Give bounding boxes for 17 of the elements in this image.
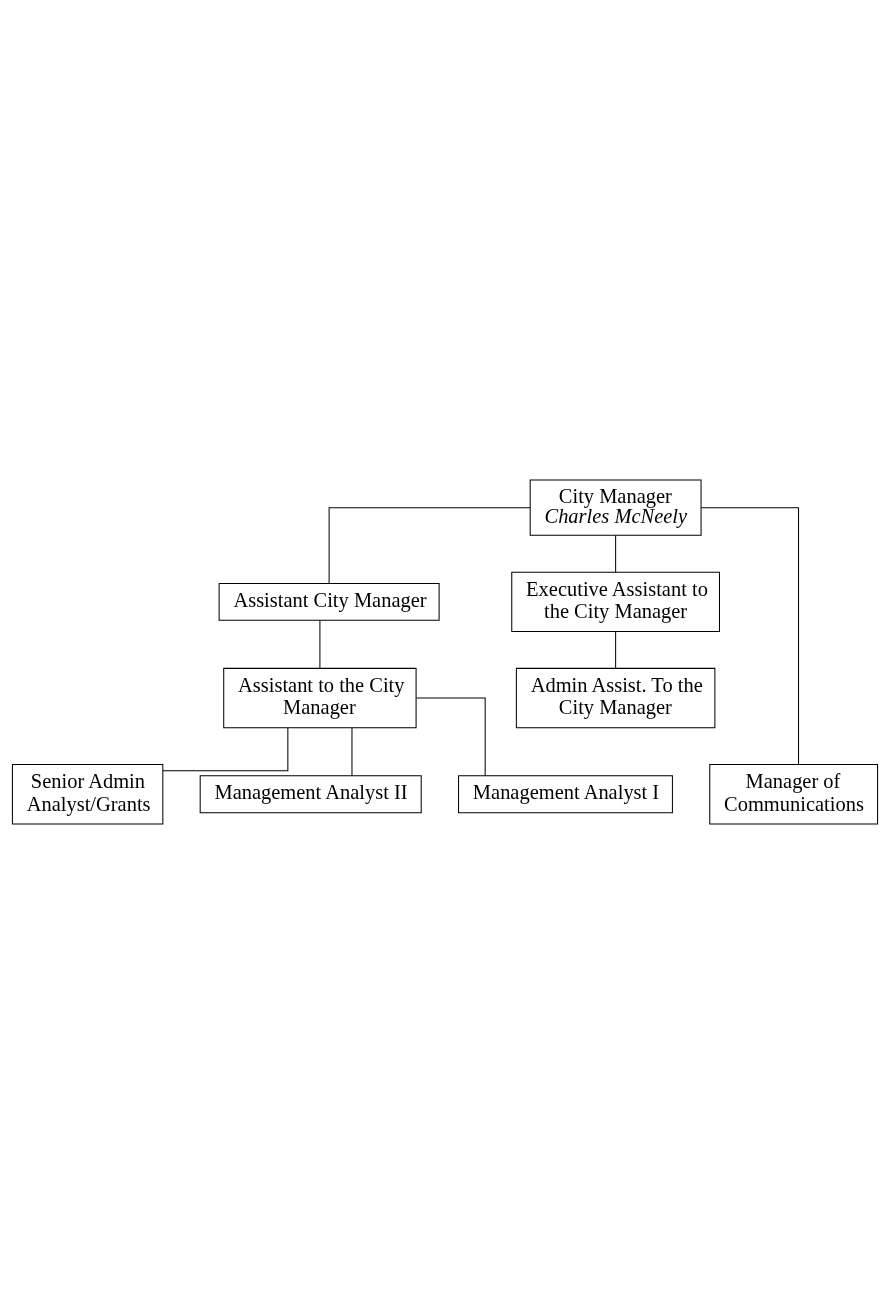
- node-box: City Manager Charles McNeely: [529, 479, 702, 536]
- node-box: Management Analyst I: [458, 774, 673, 813]
- connector: [162, 727, 289, 771]
- connector: [700, 506, 800, 765]
- node-box: Assistant City Manager: [218, 582, 440, 621]
- node-box: Senior Admin Analyst/Grants: [11, 763, 164, 824]
- connector: [416, 697, 486, 776]
- connector: [351, 726, 353, 776]
- node-box: Admin Assist. To the City Manager: [515, 667, 716, 728]
- connector: [615, 630, 617, 669]
- node-box: Management Analyst II: [199, 774, 422, 813]
- node-box: Manager of Communications: [709, 763, 879, 824]
- node-box: Executive Assistant to the City Manager: [511, 571, 720, 632]
- connector: [328, 506, 531, 584]
- connector: [615, 534, 617, 573]
- connector: [319, 619, 321, 669]
- node-box: Assistant to the City Manager: [223, 667, 417, 728]
